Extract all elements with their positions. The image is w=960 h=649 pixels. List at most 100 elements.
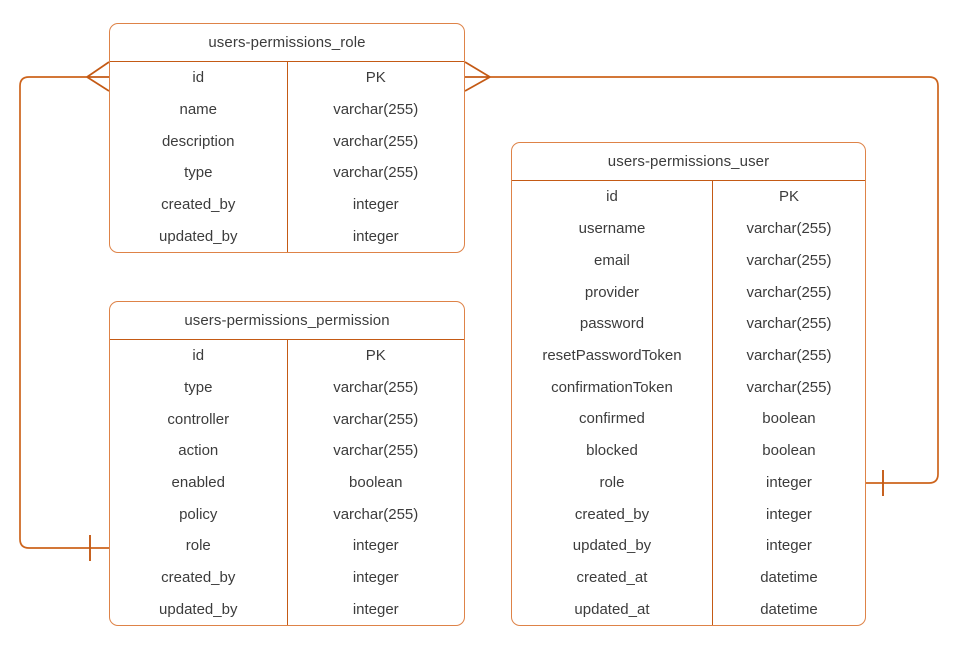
table-row: username varchar(255): [512, 212, 865, 245]
field-type: PK: [711, 181, 865, 213]
table-title: users-permissions_permission: [110, 302, 464, 340]
table-body: id PK username varchar(255) email varcha…: [512, 181, 865, 626]
field-name: username: [578, 220, 646, 238]
field-type: varchar(255): [286, 93, 465, 126]
table-row: id PK: [512, 181, 865, 213]
field-name: password: [579, 315, 645, 333]
table-row: created_at datetime: [512, 561, 865, 594]
field-name: role: [185, 537, 211, 555]
connector-role-to-permission: [19, 76, 109, 549]
field-type: integer: [711, 466, 865, 499]
table-row: confirmed boolean: [512, 403, 865, 435]
table-row: policy varchar(255): [110, 498, 465, 531]
table-row: resetPasswordToken varchar(255): [512, 339, 865, 372]
table-row: enabled boolean: [110, 466, 465, 499]
entity-table-role: users-permissions_role id PK name varcha…: [109, 23, 465, 253]
field-type: datetime: [711, 561, 865, 594]
field-type: boolean: [286, 466, 465, 499]
field-type: PK: [286, 340, 465, 372]
table-row: role integer: [512, 466, 865, 499]
table-row: created_by integer: [110, 561, 465, 594]
table-body: id PK name varchar(255) description varc…: [110, 62, 465, 253]
table-row: type varchar(255): [110, 371, 465, 404]
table-row: description varchar(255): [110, 125, 465, 158]
field-name: blocked: [586, 442, 638, 460]
field-name: id: [192, 69, 205, 87]
field-name: role: [599, 473, 625, 491]
field-type: varchar(255): [286, 371, 465, 404]
field-type: varchar(255): [286, 157, 465, 189]
field-type: varchar(255): [286, 403, 465, 436]
field-type: varchar(255): [711, 371, 865, 404]
field-name: provider: [584, 283, 640, 301]
table-row: confirmationToken varchar(255): [512, 371, 865, 404]
field-name: type: [184, 379, 213, 396]
field-name: updated_by: [572, 537, 652, 555]
field-type: integer: [286, 188, 465, 221]
crows-foot-many-icon: [464, 61, 491, 92]
field-name: description: [161, 132, 235, 150]
field-type: integer: [286, 561, 465, 594]
field-type: integer: [286, 220, 465, 253]
field-type: boolean: [711, 434, 865, 467]
table-row: id PK: [110, 340, 464, 372]
entity-table-permission: users-permissions_permission id PK type …: [109, 301, 465, 626]
field-name: id: [192, 347, 205, 365]
field-name: updated_by: [159, 227, 238, 245]
table-row: role integer: [110, 530, 464, 562]
field-name: controller: [167, 410, 230, 428]
field-type: varchar(255): [711, 276, 865, 308]
connector-role-to-user: [490, 76, 939, 484]
table-row: action varchar(255): [110, 435, 464, 467]
table-row: id PK: [110, 62, 464, 94]
table-row: provider varchar(255): [512, 276, 865, 308]
table-row: updated_at datetime: [512, 593, 865, 626]
field-name: id: [606, 188, 618, 206]
table-row: type varchar(255): [110, 157, 464, 189]
field-type: varchar(255): [711, 212, 865, 245]
entity-table-user: users-permissions_user id PK username va…: [511, 142, 866, 626]
table-row: updated_by integer: [110, 593, 465, 626]
field-type: datetime: [711, 593, 865, 626]
field-type: varchar(255): [286, 435, 465, 467]
field-name: updated_at: [574, 600, 650, 618]
field-name: confirmed: [579, 410, 645, 428]
field-type: PK: [286, 62, 465, 94]
field-name: resetPasswordToken: [542, 346, 682, 364]
field-name: type: [184, 164, 213, 182]
table-row: updated_by integer: [512, 529, 865, 562]
field-type: varchar(255): [711, 307, 865, 340]
field-type: integer: [286, 593, 465, 626]
table-row: blocked boolean: [512, 434, 865, 467]
field-type: integer: [711, 529, 865, 562]
crows-foot-many-icon: [86, 61, 110, 92]
table-row: created_by integer: [512, 498, 865, 530]
field-name: created_by: [161, 569, 236, 587]
field-type: varchar(255): [286, 125, 465, 158]
field-type: integer: [286, 530, 465, 562]
field-name: action: [178, 442, 219, 460]
table-row: updated_by integer: [110, 220, 465, 253]
field-name: confirmationToken: [551, 378, 673, 396]
table-title: users-permissions_user: [512, 143, 865, 181]
field-name: name: [179, 101, 218, 118]
field-type: boolean: [711, 403, 865, 435]
field-type: integer: [711, 498, 865, 530]
field-name: created_at: [576, 568, 648, 586]
table-row: controller varchar(255): [110, 403, 465, 436]
field-type: varchar(255): [711, 244, 865, 277]
table-body: id PK type varchar(255) controller varch…: [110, 340, 465, 626]
field-name: created_by: [574, 505, 650, 523]
table-row: name varchar(255): [110, 93, 465, 126]
table-row: password varchar(255): [512, 307, 865, 340]
table-row: email varchar(255): [512, 244, 865, 277]
field-name: policy: [179, 505, 218, 523]
field-type: varchar(255): [711, 339, 865, 372]
field-name: email: [594, 251, 630, 269]
field-name: created_by: [161, 196, 236, 214]
table-title: users-permissions_role: [110, 24, 464, 62]
field-name: updated_by: [159, 600, 238, 618]
field-type: varchar(255): [286, 498, 465, 531]
